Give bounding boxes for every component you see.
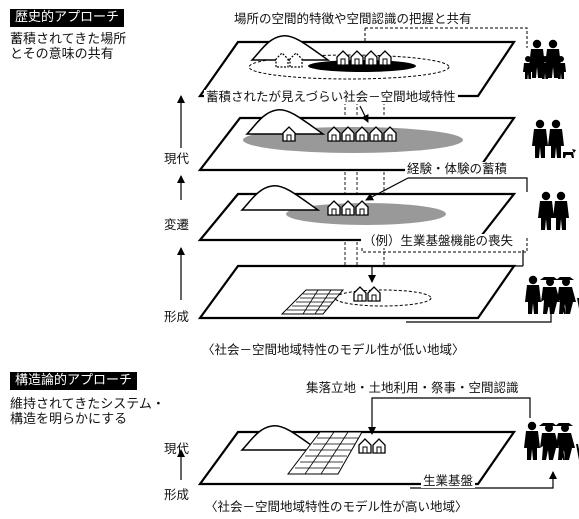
axis-label-present: 現代 [164,151,190,166]
experience-accumulation-label: 経験・体験の蓄積 [405,161,510,176]
livelihood-loss-example-label: （例）生業基盤機能の喪失 [361,233,516,248]
structural-approach-tag: 構造論的アプローチ [10,372,138,390]
settlement-landuse-label: 集落立地・土地利用・祭事・空間認識 [304,380,521,395]
axis-label-transition: 変遷 [164,217,190,232]
spatial-recognition-label: 場所の空間的特徴や空間認識の把握と共有 [232,11,474,26]
axis-label-formation: 形成 [164,309,190,324]
historical-approach-tag: 歴史的アプローチ [10,9,125,27]
axis-label-present-structural: 現代 [164,441,190,456]
livelihood-base-label: 生業基盤 [421,473,476,488]
structural-caption: 〈社会－空間地域特性のモデル性が高い地域〉 [205,499,468,514]
historical-approach-description: 蓄積されてきた場所 とその意味の共有 [10,32,127,62]
historical-caption: 〈社会－空間地域特性のモデル性が低い地域〉 [202,342,465,357]
accumulated-characteristics-label: 蓄積されたが見えづらい社会－空間地域特性 [204,89,458,104]
structural-approach-description: 維持されてきたシステム・ 構造を明らかにする [10,397,165,427]
axis-label-formation-structural: 形成 [164,487,190,502]
